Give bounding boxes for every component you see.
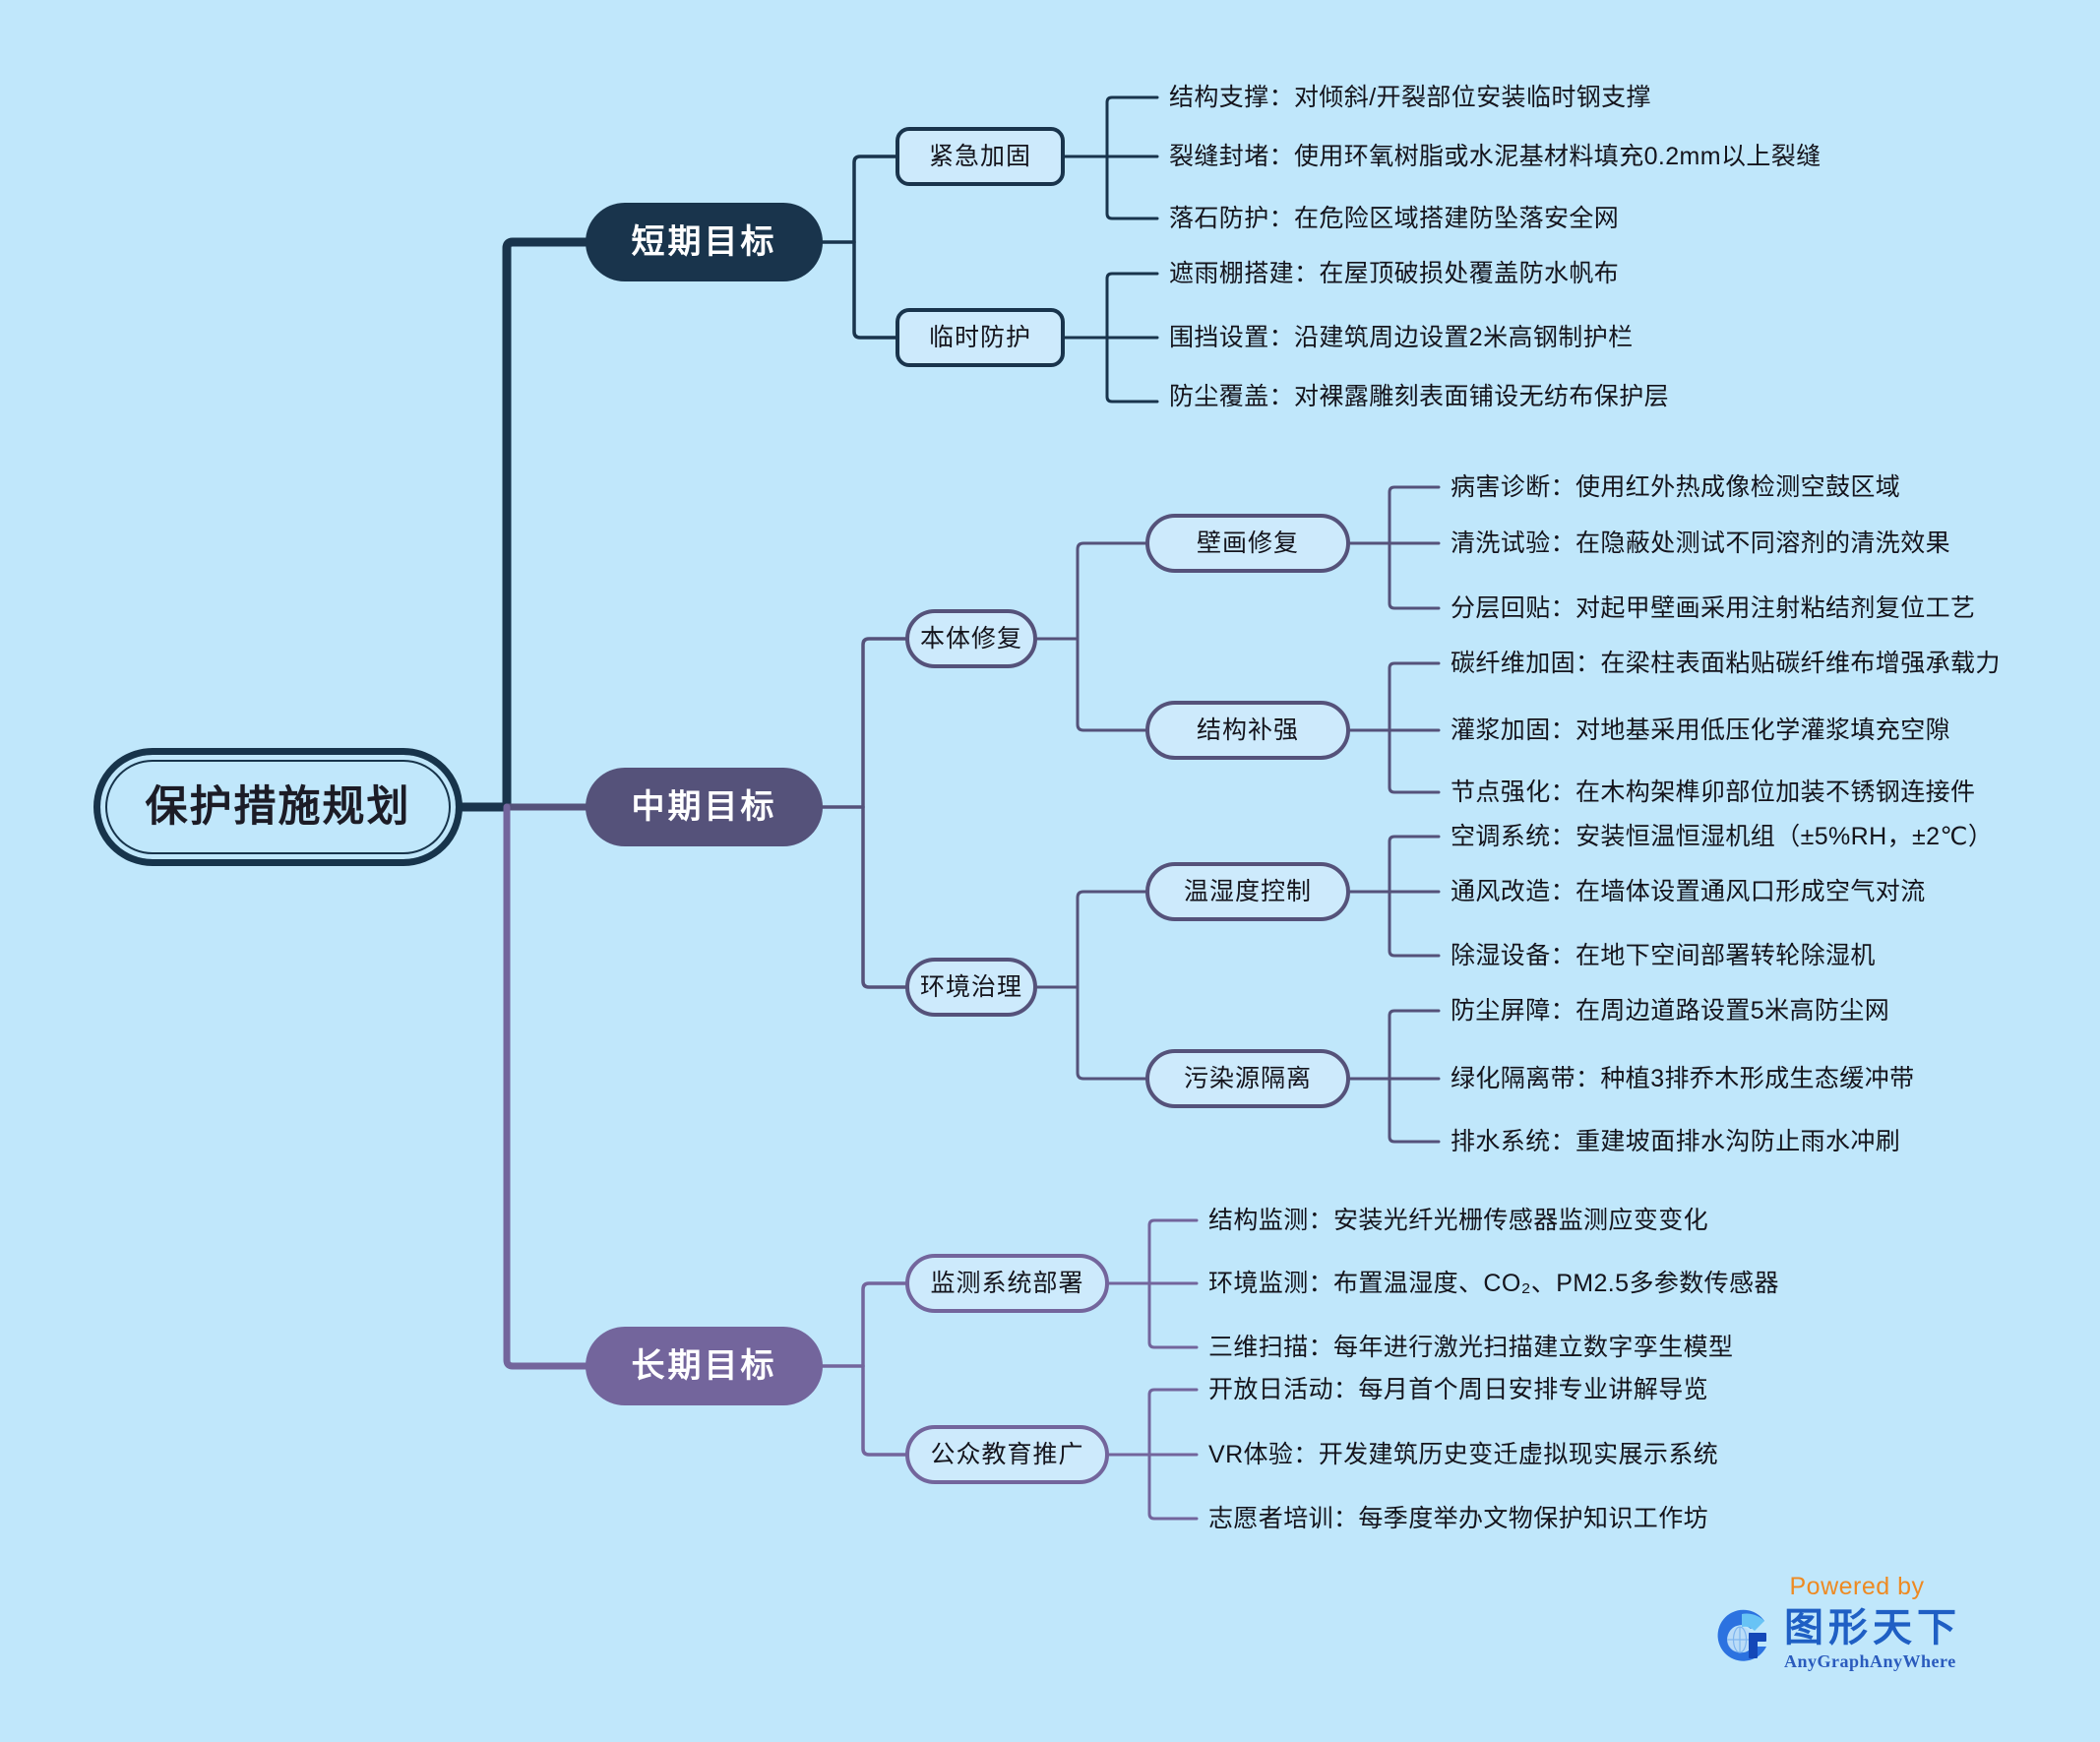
leaf-item: 病害诊断：使用红外热成像检测空鼓区域: [1451, 473, 1901, 501]
subnode-body-restoration[interactable]: 本体修复: [905, 609, 1037, 668]
branch-node-long-term[interactable]: 长期目标: [586, 1327, 823, 1405]
groupnode-label: 温湿度控制: [1183, 877, 1312, 905]
leaf-item: 落石防护：在危险区域搭建防坠落安全网: [1169, 205, 1620, 232]
leaf-item: 志愿者培训：每季度举办文物保护知识工作坊: [1208, 1505, 1709, 1532]
leaf-item: 通风改造：在墙体设置通风口形成空气对流: [1451, 878, 1926, 905]
subnode-label: 监测系统部署: [930, 1269, 1084, 1297]
branch-label: 长期目标: [631, 1347, 777, 1385]
brand-row: 图形天下 AnyGraphAnyWhere: [1709, 1607, 2005, 1672]
powered-by-label: Powered by: [1789, 1573, 1925, 1600]
root-node[interactable]: 保护措施规划: [93, 748, 463, 866]
leaf-item: 空调系统：安装恒温恒湿机组（±5%RH，±2℃）: [1451, 823, 1994, 850]
groupnode-label: 结构补强: [1196, 715, 1299, 744]
leaf-item: 三维扫描：每年进行激光扫描建立数字孪生模型: [1208, 1334, 1734, 1361]
leaf-item: 碳纤维加固：在梁柱表面粘贴碳纤维布增强承载力: [1451, 650, 2001, 677]
branch-node-mid-term[interactable]: 中期目标: [586, 768, 823, 846]
leaf-item: 结构监测：安装光纤光栅传感器监测应变变化: [1208, 1207, 1709, 1234]
leaf-item: 结构支撑：对倾斜/开裂部位安装临时钢支撑: [1169, 84, 1651, 111]
brand-name-en: AnyGraphAnyWhere: [1784, 1650, 1956, 1671]
leaf-item: 绿化隔离带：种植3排乔木形成生态缓冲带: [1451, 1065, 1915, 1092]
subnode-temporary-protection[interactable]: 临时防护: [896, 308, 1065, 367]
subnode-label: 临时防护: [928, 323, 1031, 351]
leaf-item: 清洗试验：在隐蔽处测试不同溶剂的清洗效果: [1451, 529, 1951, 557]
leaf-item: 除湿设备：在地下空间部署转轮除湿机: [1451, 942, 1876, 969]
subnode-emergency-reinforcement[interactable]: 紧急加固: [896, 127, 1065, 186]
groupnode-temperature-humidity-control[interactable]: 温湿度控制: [1145, 862, 1350, 921]
groupnode-mural-restoration[interactable]: 壁画修复: [1145, 514, 1350, 573]
subnode-environmental-governance[interactable]: 环境治理: [905, 958, 1037, 1017]
branch-label: 中期目标: [631, 788, 777, 826]
brand-name-cn: 图形天下: [1784, 1605, 1961, 1649]
leaf-item: 围挡设置：沿建筑周边设置2米高钢制护栏: [1169, 324, 1634, 351]
groupnode-label: 污染源隔离: [1183, 1064, 1312, 1092]
groupnode-label: 壁画修复: [1196, 529, 1299, 557]
branch-label: 短期目标: [631, 223, 777, 261]
leaf-item: 灌浆加固：对地基采用低压化学灌浆填充空隙: [1451, 716, 1951, 744]
subnode-label: 本体修复: [919, 624, 1022, 653]
leaf-item: 开放日活动：每月首个周日安排专业讲解导览: [1208, 1376, 1709, 1403]
groupnode-pollution-source-isolation[interactable]: 污染源隔离: [1145, 1049, 1350, 1108]
leaf-item: 裂缝封堵：使用环氧树脂或水泥基材料填充0.2mm以上裂缝: [1169, 143, 1822, 170]
leaf-item: 防尘覆盖：对裸露雕刻表面铺设无纺布保护层: [1169, 383, 1670, 410]
brand-words: 图形天下 AnyGraphAnyWhere: [1784, 1608, 1961, 1672]
groupnode-structural-strengthening[interactable]: 结构补强: [1145, 701, 1350, 760]
leaf-item: 分层回贴：对起甲壁画采用注射粘结剂复位工艺: [1451, 594, 1976, 622]
leaf-item: 环境监测：布置温湿度、CO₂、PM2.5多参数传感器: [1208, 1270, 1779, 1297]
subnode-public-education-promotion[interactable]: 公众教育推广: [905, 1425, 1109, 1484]
leaf-item: 遮雨棚搭建：在屋顶破损处覆盖防水帆布: [1169, 260, 1620, 287]
root-node-label: 保护措施规划: [145, 782, 411, 831]
subnode-label: 紧急加固: [928, 142, 1031, 170]
subnode-label: 公众教育推广: [930, 1440, 1084, 1468]
leaf-item: 节点强化：在木构架榫卯部位加装不锈钢连接件: [1451, 778, 1976, 806]
powered-by-watermark: Powered by 图形天下 AnyGraph: [1709, 1573, 2005, 1672]
subnode-label: 环境治理: [919, 972, 1022, 1001]
anygraph-logo-icon: [1709, 1607, 1774, 1672]
leaf-item: 防尘屏障：在周边道路设置5米高防尘网: [1451, 997, 1890, 1025]
leaf-item: VR体验：开发建筑历史变迁虚拟现实展示系统: [1208, 1441, 1719, 1468]
leaf-item: 排水系统：重建坡面排水沟防止雨水冲刷: [1451, 1128, 1901, 1155]
branch-node-short-term[interactable]: 短期目标: [586, 203, 823, 281]
subnode-monitoring-system-deployment[interactable]: 监测系统部署: [905, 1254, 1109, 1313]
